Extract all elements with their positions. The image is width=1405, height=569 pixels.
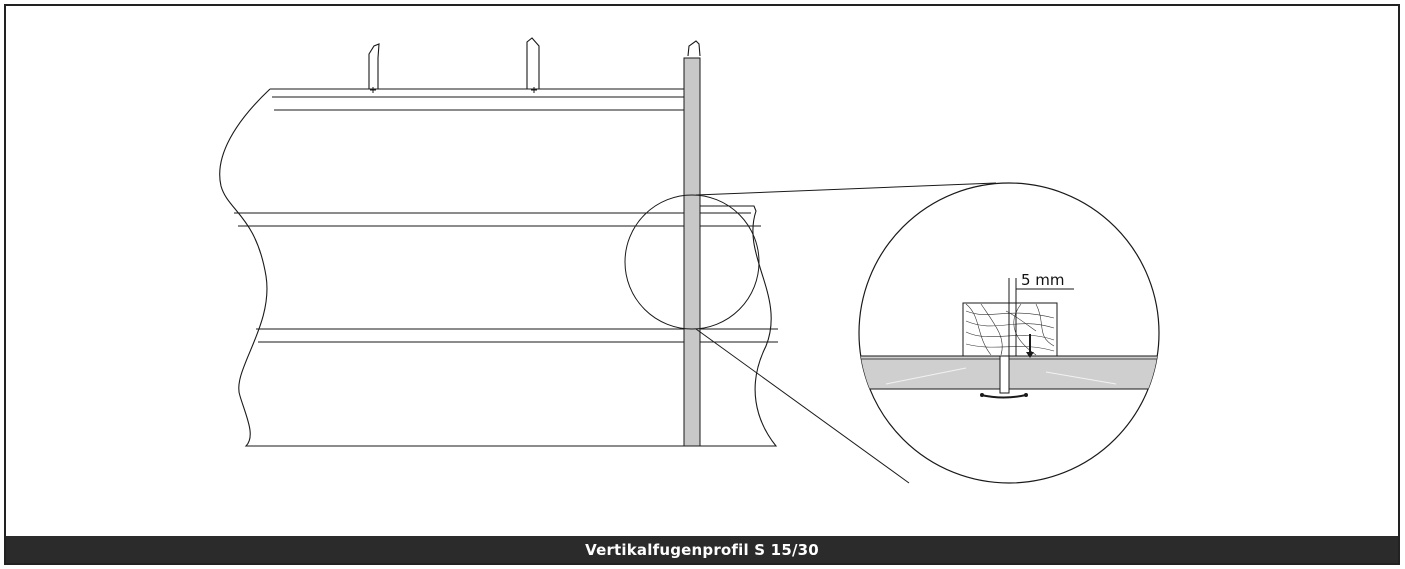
vertical-joint-profile (683, 57, 701, 447)
caption-title: Vertikalfugenprofil S 15/30 (585, 540, 819, 559)
wood-batten (962, 302, 1058, 357)
hanger-left (368, 43, 380, 89)
magnifier-circle (624, 194, 760, 330)
leader-line-bottom (695, 328, 910, 484)
detail-joint-profile (999, 355, 1010, 394)
hanger-middle (526, 37, 540, 89)
detail-panel-right (1008, 355, 1159, 390)
technical-drawing: 5 mm (219, 37, 1160, 484)
hanger-right (687, 40, 701, 57)
drawing-frame: 5 mm Vertikalfugenprofil S 15/30 (4, 4, 1400, 565)
detail-panel-left (859, 355, 1001, 390)
dimension-label: 5 mm (1021, 271, 1065, 289)
detail-view: 5 mm (858, 182, 1160, 484)
leader-line-top (695, 182, 997, 196)
caption-bar: Vertikalfugenprofil S 15/30 (6, 536, 1398, 563)
panel-outline (219, 88, 778, 447)
